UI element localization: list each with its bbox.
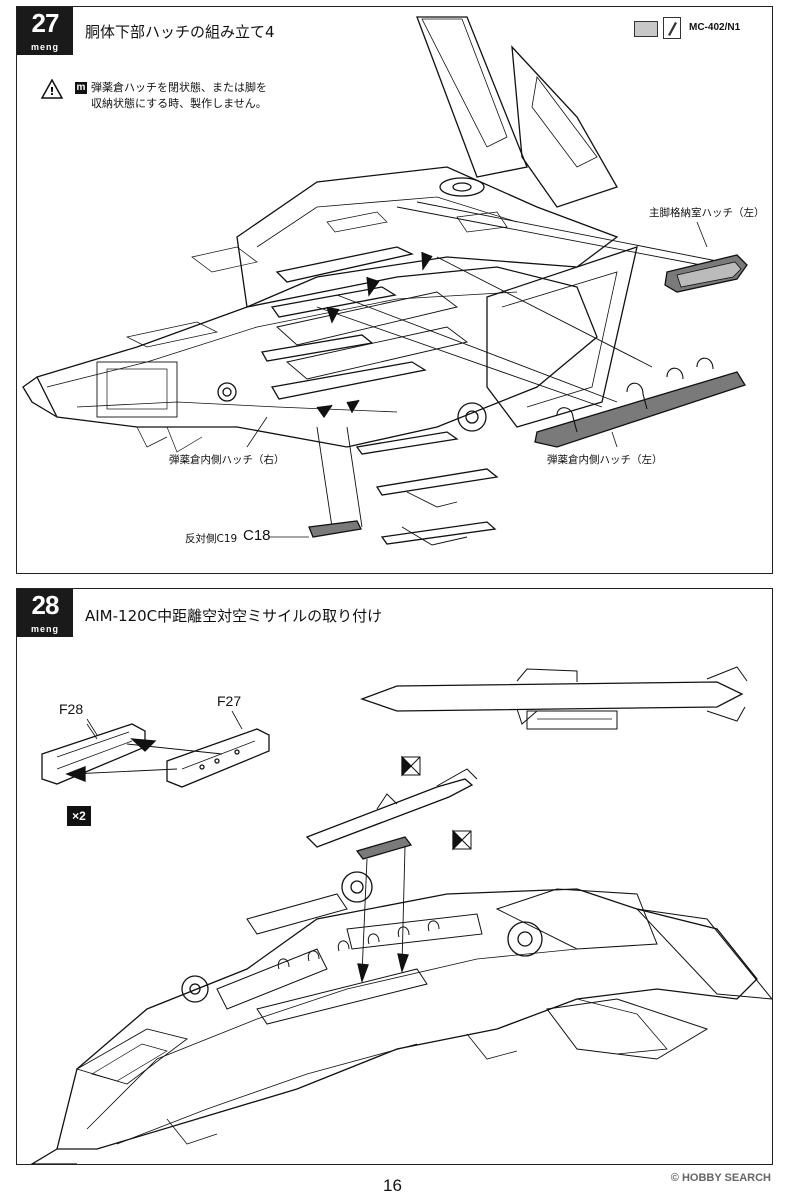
caution-icon: ! [40, 78, 64, 104]
paint-code: MC-402/N1 [689, 22, 741, 33]
label-bay-inner-hatch-left: 弾薬倉内側ハッチ（左） [547, 454, 663, 466]
watermark: © HOBBY SEARCH [670, 1172, 771, 1184]
step-number: 27 [31, 8, 60, 38]
part-label-f27: F27 [217, 693, 242, 709]
step-title: 胴体下部ハッチの組み立て4 [85, 23, 275, 41]
paint-swatch [634, 21, 658, 37]
step-number: 28 [31, 590, 60, 620]
step-number-badge: 28 meng [17, 589, 73, 637]
label-part-c18: C18 [243, 527, 271, 544]
svg-text:!: ! [49, 85, 54, 98]
part-label-f28: F28 [59, 701, 84, 717]
label-bay-inner-hatch-right: 弾薬倉内側ハッチ（右） [169, 454, 285, 466]
brand-logo: meng [30, 624, 59, 634]
note-text: 弾薬倉ハッチを閉状態、または脚を 収納状態にする時、製作しません。 [91, 80, 267, 112]
missile-installation-drawing [30, 666, 772, 1164]
step-27-panel: 27 meng 胴体下部ハッチの組み立て4 MC-402/N1 ! m 弾薬倉ハ… [16, 6, 773, 574]
note-line-1: 弾薬倉ハッチを閉状態、または脚を [91, 81, 267, 94]
step-28-panel: 28 meng AIM-120C中距離空対空ミサイルの取り付け F28 F27 … [16, 588, 773, 1165]
label-main-gear-hatch-left: 主脚格納室ハッチ（左） [649, 207, 765, 219]
page-number: 16 [383, 1176, 402, 1195]
step-number-badge: 27 meng [17, 7, 73, 55]
note-marker: m [75, 82, 87, 94]
brush-icon [663, 17, 681, 39]
fuselage-lower-hatch-drawing [22, 16, 748, 546]
step-title: AIM-120C中距離空対空ミサイルの取り付け [85, 607, 383, 625]
brand-logo: meng [30, 42, 59, 52]
note-line-2: 収納状態にする時、製作しません。 [91, 97, 267, 110]
label-opposite-side: 反対側C19 [185, 533, 238, 545]
quantity-badge: ×2 [67, 806, 91, 826]
